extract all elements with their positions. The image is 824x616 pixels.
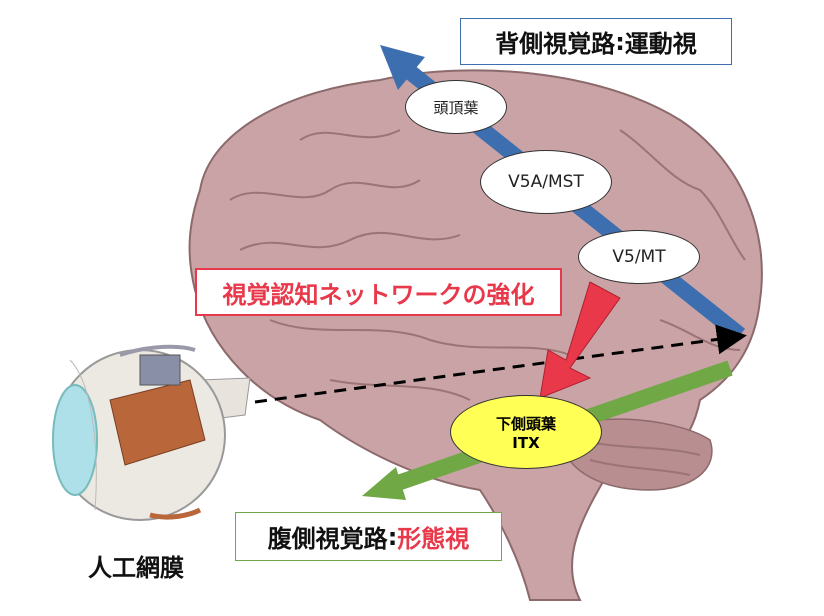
v5-mt-node: V5/MT: [578, 230, 700, 284]
ventral-pathway-box: 腹側視覚路 : 形態視: [235, 512, 502, 561]
dorsal-sep: :: [615, 27, 625, 56]
v5a-mst-node: V5A/MST: [480, 150, 612, 214]
inferior-temporal-node: 下側頭葉 ITX: [450, 395, 602, 469]
parietal-lobe-node: 頭頂葉: [405, 80, 507, 134]
network-label: 視覚認知ネットワークの強化: [222, 280, 535, 309]
parietal-label: 頭頂葉: [433, 98, 479, 117]
dorsal-prefix: 背側視覚路: [495, 30, 616, 58]
it-label-1: 下側頭葉: [495, 414, 556, 433]
artificial-retina-eye: [52, 344, 251, 521]
network-box: 視覚認知ネットワークの強化: [195, 268, 562, 316]
dashed-signal-arrow: [254, 324, 747, 404]
dorsal-suffix: 運動視: [624, 30, 697, 58]
dorsal-pathway-box: 背側視覚路 : 運動視: [460, 18, 732, 65]
v5a-label: V5A/MST: [508, 172, 584, 192]
ventral-suffix: 形態視: [397, 525, 470, 553]
ventral-sep: :: [387, 522, 398, 551]
artificial-retina-label: 人工網膜: [88, 554, 184, 582]
ventral-prefix: 腹側視覚路: [267, 525, 388, 553]
network-arrow: [539, 281, 621, 399]
brain-illustration: [188, 69, 763, 601]
it-label-2: ITX: [512, 433, 540, 452]
v5-label: V5/MT: [612, 247, 666, 267]
